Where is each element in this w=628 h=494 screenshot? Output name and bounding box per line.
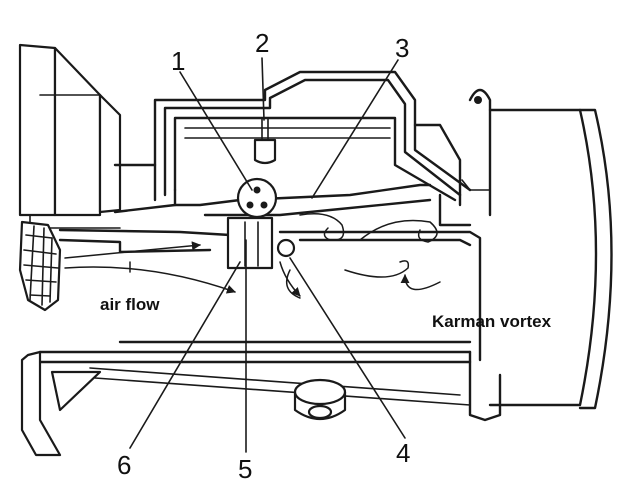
air-flow-label: air flow	[100, 295, 160, 314]
ultrasonic-element-part-4	[276, 238, 296, 258]
callout-5: 5	[238, 454, 253, 484]
karman-vortex-swirls	[285, 213, 438, 299]
vortex-generator-part-5	[226, 216, 274, 270]
callout-4: 4	[396, 438, 411, 468]
callout-2: 2	[255, 28, 270, 58]
callout-1: 1	[171, 46, 186, 76]
upper-housing	[113, 70, 472, 217]
outlet-body	[438, 88, 613, 410]
mount-boss	[293, 378, 347, 421]
mirror-part-1	[236, 177, 278, 219]
intake-flange	[18, 43, 122, 229]
karman-vortex-label: Karman vortex	[432, 312, 552, 331]
cap-part-2	[253, 117, 277, 165]
air-flow-arrows	[64, 241, 441, 297]
main-duct	[38, 228, 482, 364]
callout-leaders	[129, 57, 406, 453]
callout-3: 3	[395, 33, 410, 63]
flow-rectifier	[18, 220, 62, 312]
lower-bracket	[20, 350, 502, 457]
callout-6: 6	[117, 450, 132, 480]
